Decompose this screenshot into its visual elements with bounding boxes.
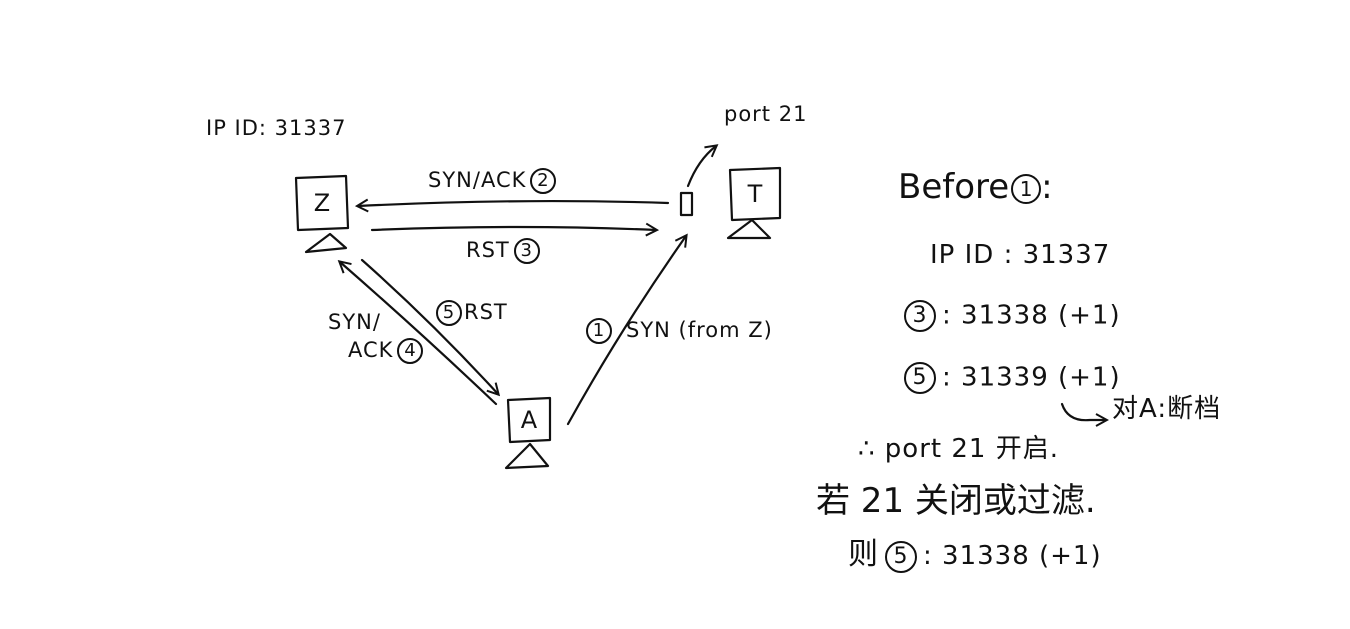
syn-1-arrow	[566, 236, 686, 426]
notes-step3-line: 3: 31338 (+1)	[904, 300, 1121, 332]
target-letter: T	[747, 180, 763, 208]
notes-step5-badge: 5	[904, 362, 936, 394]
syn-ack-4-text: ACK	[348, 338, 394, 362]
notes-then-badge: 5	[885, 540, 917, 573]
target-monitor-icon	[728, 166, 782, 222]
step-2-badge: 2	[530, 168, 557, 194]
attacker-monitor-icon	[506, 396, 552, 444]
notes-heading-suffix: :	[1041, 167, 1053, 207]
notes-step3-badge: 3	[904, 300, 936, 332]
syn-ack-2-arrow	[358, 201, 670, 206]
syn-1-text: SYN (from Z)	[626, 318, 773, 342]
notes-conclusion: ∴ port 21 开启.	[858, 434, 1059, 464]
notes-then-value: : 31338 (+1)	[923, 541, 1102, 571]
attacker-letter: A	[520, 406, 538, 434]
attacker-stand-icon	[504, 442, 550, 470]
notes-step5-value: : 31339 (+1)	[942, 362, 1121, 393]
rst-3-arrow	[370, 227, 656, 230]
attacker-node	[504, 396, 552, 470]
annotation-arrow-line	[1060, 402, 1106, 420]
notes-step3-value: : 31338 (+1)	[942, 300, 1121, 331]
notes-ip-id-line: IP ID : 31337	[930, 240, 1111, 270]
step-3-badge: 3	[513, 238, 540, 264]
notes-heading-text: Before	[898, 167, 1010, 207]
zombie-monitor-icon	[294, 174, 350, 232]
notes-annotation: 对A:断档	[1112, 394, 1222, 424]
rst-5-arrow	[360, 258, 498, 394]
zombie-node	[294, 174, 350, 254]
syn-1-label: 1 SYN (from Z)	[586, 318, 773, 344]
notes-then-prefix: 则	[848, 537, 879, 572]
syn-ack-2-text: SYN/ACK	[428, 168, 527, 192]
target-stand-icon	[726, 218, 772, 240]
notes-heading-step-badge: 1	[1011, 173, 1042, 204]
rst-3-text: RST	[466, 238, 510, 262]
step-1-badge: 1	[586, 318, 612, 344]
step-4-badge: 4	[397, 338, 424, 364]
syn-ack-4-arrow	[340, 262, 498, 406]
target-port-label: port 21	[724, 102, 808, 126]
zombie-stand-icon	[304, 232, 348, 254]
target-port-icon	[679, 191, 694, 217]
step-5-badge: 5	[436, 300, 462, 326]
notes-condition: 若 21 关闭或过滤.	[816, 481, 1096, 521]
rst-5-text: RST	[464, 300, 508, 324]
zombie-ip-id-caption: IP ID: 31337	[206, 116, 347, 140]
target-node	[679, 166, 782, 240]
syn-ack-4-label-line1: SYN/	[328, 310, 381, 334]
port-pointer-arrow	[686, 146, 716, 188]
notes-step5-line: 5: 31339 (+1)	[904, 362, 1121, 394]
zombie-letter: Z	[313, 189, 331, 217]
